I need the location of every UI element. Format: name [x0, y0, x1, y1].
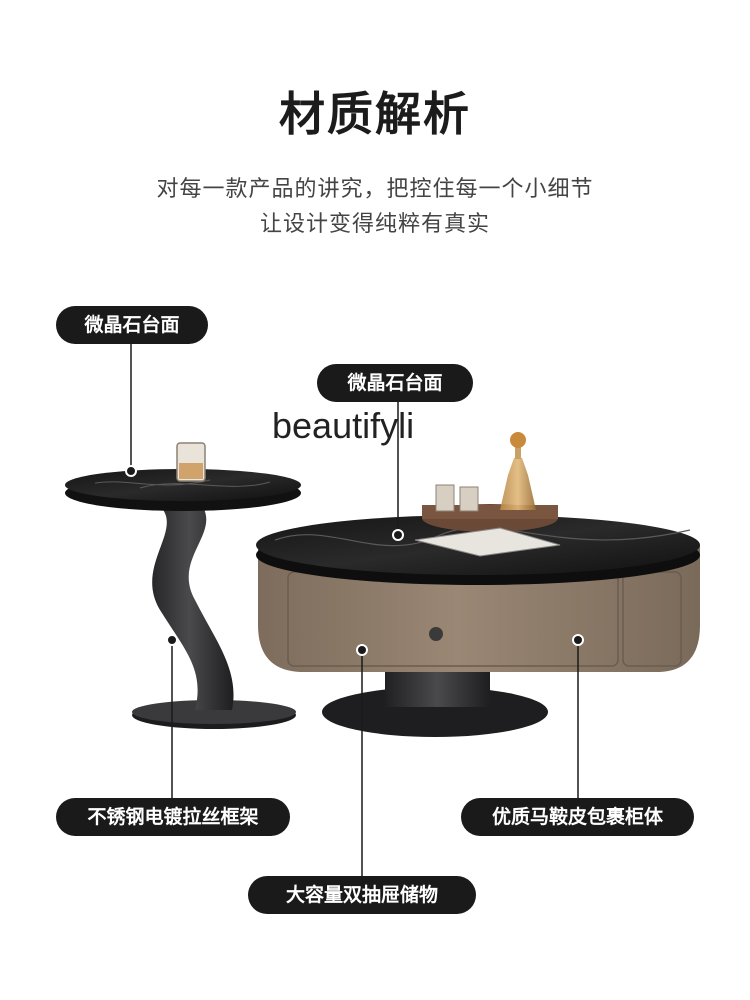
subtitle-line-1: 对每一款产品的讲究，把控住每一个小细节: [156, 177, 594, 202]
coffee-table: [256, 432, 700, 737]
glass-icon: [176, 442, 206, 482]
coffee-table-base: [322, 687, 548, 737]
subtitle-line-2: 让设计变得纯粹有真实: [259, 212, 490, 237]
watermark: beautifyli: [272, 405, 415, 446]
decanter-icon: [500, 432, 536, 510]
page-title: 材质解析: [279, 87, 471, 141]
side-table-marble-top: [65, 469, 301, 501]
label-coffee-table-top: 微晶石台面: [317, 364, 473, 402]
callout-dots: [125, 465, 584, 656]
label-cabinet: 优质马鞍皮包裹柜体: [461, 798, 694, 836]
label-drawer: 大容量双抽屉储物: [248, 876, 476, 914]
side-table-curved-leg: [145, 497, 234, 710]
drawer-knob: [429, 627, 443, 641]
magazine-icon: [414, 527, 561, 557]
callout-lines: [130, 343, 579, 878]
label-frame: 不锈钢电镀拉丝框架: [56, 798, 290, 836]
label-side-table-top: 微晶石台面: [56, 306, 208, 344]
side-table: [65, 442, 301, 729]
